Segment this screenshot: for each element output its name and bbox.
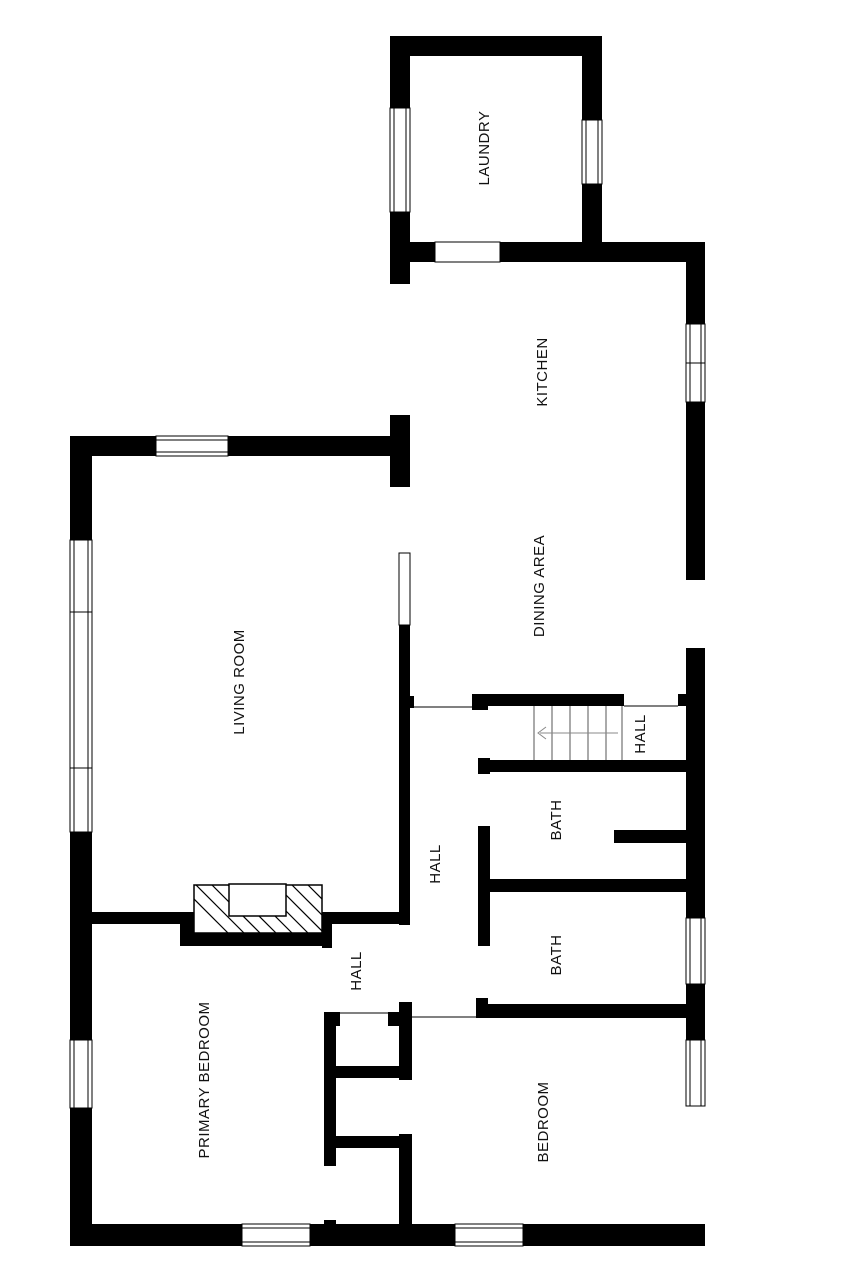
wall xyxy=(390,415,410,487)
wall xyxy=(322,924,332,948)
wall xyxy=(399,1134,412,1246)
wall xyxy=(322,912,410,924)
wall xyxy=(476,1004,705,1018)
window xyxy=(685,917,706,985)
wall xyxy=(686,242,705,580)
wall xyxy=(336,1136,410,1148)
window xyxy=(398,552,411,626)
window xyxy=(241,1223,311,1247)
window xyxy=(389,107,411,213)
bath-lower-label: BATH xyxy=(548,935,565,976)
window xyxy=(69,767,93,833)
wall xyxy=(70,436,410,456)
wall xyxy=(324,1012,340,1026)
wall xyxy=(500,242,705,262)
staircase xyxy=(533,706,623,760)
window xyxy=(69,611,93,769)
window xyxy=(69,539,93,613)
wall xyxy=(410,242,435,262)
wall xyxy=(478,760,705,772)
windows xyxy=(69,107,706,1247)
wall xyxy=(408,696,414,708)
wall xyxy=(324,1012,336,1166)
living-room-label: LIVING ROOM xyxy=(231,629,248,735)
wall xyxy=(336,1066,410,1078)
hall-stair-label: HALL xyxy=(632,714,649,754)
wall xyxy=(70,1224,705,1246)
window xyxy=(69,1039,93,1109)
wall xyxy=(478,826,490,946)
wall xyxy=(399,1002,412,1080)
hall-main-label: HALL xyxy=(427,844,444,884)
window xyxy=(581,119,603,185)
bedroom-label: BEDROOM xyxy=(535,1081,552,1162)
doorway xyxy=(434,241,501,263)
dining-area-label: DINING AREA xyxy=(531,535,548,637)
wall xyxy=(490,879,705,892)
window xyxy=(685,1039,706,1107)
room-labels: LAUNDRY KITCHEN DINING AREA LIVING ROOM … xyxy=(196,111,649,1163)
window xyxy=(685,323,706,403)
wall xyxy=(399,625,410,925)
hall-bedroom-label: HALL xyxy=(348,951,365,991)
wall xyxy=(472,694,488,710)
wall xyxy=(678,694,705,706)
fireplace xyxy=(193,883,323,934)
wall xyxy=(614,830,705,843)
bath-upper-label: BATH xyxy=(548,800,565,841)
kitchen-label: KITCHEN xyxy=(534,337,551,406)
primary-bedroom-label: PRIMARY BEDROOM xyxy=(196,1002,213,1159)
wall xyxy=(390,36,602,56)
window xyxy=(454,1223,524,1247)
walls xyxy=(70,36,705,1246)
wall xyxy=(92,912,192,924)
laundry-label: LAUNDRY xyxy=(476,111,493,186)
window xyxy=(155,435,229,457)
wall xyxy=(472,694,624,706)
